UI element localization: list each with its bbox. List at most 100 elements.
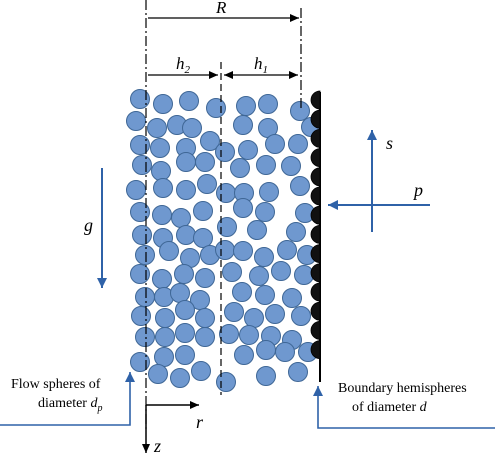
boundary-hemisphere	[310, 109, 321, 129]
flow-sphere	[155, 308, 175, 328]
flow-sphere	[182, 118, 202, 138]
flow-sphere	[215, 240, 235, 260]
boundary-pointer	[313, 386, 495, 429]
flow-sphere	[256, 340, 276, 360]
flow-sphere	[222, 262, 242, 282]
flow-sphere	[286, 222, 306, 242]
boundary-hemisphere	[310, 90, 321, 110]
flow-sphere	[159, 241, 179, 261]
h2-label: h2	[176, 54, 191, 76]
flow-sphere	[290, 176, 310, 196]
flow-sphere	[255, 285, 275, 305]
flow-sphere	[255, 202, 275, 222]
flow-sphere	[130, 352, 150, 372]
flow-sphere	[126, 111, 146, 131]
h1-label: h1	[254, 54, 268, 76]
flow-sphere	[277, 240, 297, 260]
flow-sphere	[290, 101, 310, 121]
flow-sphere	[174, 264, 194, 284]
flow-sphere	[254, 247, 274, 267]
flow-sphere	[179, 91, 199, 111]
flow-sphere	[130, 135, 150, 155]
flow-sphere	[256, 155, 276, 175]
flow-sphere	[232, 282, 252, 302]
flow-sphere	[195, 268, 215, 288]
boundary-caption-line2: of diameter d	[352, 400, 428, 415]
boundary-hemispheres	[310, 90, 321, 360]
flow-sphere	[291, 306, 311, 326]
boundary-hemisphere	[310, 186, 321, 206]
flow-sphere	[197, 174, 217, 194]
flow-sphere	[215, 142, 235, 162]
flow-sphere	[258, 94, 278, 114]
flow-sphere	[244, 308, 264, 328]
flow-spheres	[126, 89, 321, 392]
flow-sphere	[193, 201, 213, 221]
R-label: R	[215, 0, 227, 17]
boundary-hemisphere	[310, 340, 321, 360]
flow-sphere	[216, 183, 236, 203]
flow-sphere	[271, 261, 291, 281]
flow-spheres-caption-line1: Flow spheres of	[11, 377, 101, 392]
boundary-hemisphere	[310, 148, 321, 168]
flow-sphere	[150, 138, 170, 158]
boundary-caption-line1: Boundary hemispheres	[338, 381, 467, 396]
flow-sphere	[170, 283, 190, 303]
flow-sphere	[155, 327, 175, 347]
flow-sphere	[233, 198, 253, 218]
flow-sphere	[153, 178, 173, 198]
flow-sphere	[233, 241, 253, 261]
flow-sphere	[176, 180, 196, 200]
flow-sphere	[152, 269, 172, 289]
flow-sphere	[224, 302, 244, 322]
flow-sphere	[131, 306, 151, 326]
flow-sphere	[216, 372, 236, 392]
boundary-hemisphere	[310, 128, 321, 148]
s-label: s	[386, 133, 393, 153]
flow-sphere	[195, 327, 215, 347]
boundary-hemisphere	[310, 301, 321, 321]
flow-sphere	[171, 208, 191, 228]
flow-sphere	[282, 288, 302, 308]
flow-spheres-caption-line2: diameter dp	[38, 396, 102, 414]
flow-sphere	[135, 245, 155, 265]
boundary-hemisphere	[310, 282, 321, 302]
flow-sphere	[294, 265, 314, 285]
flow-sphere	[234, 345, 254, 365]
flow-sphere	[233, 115, 253, 135]
flow-sphere	[151, 161, 171, 181]
flow-sphere	[170, 368, 190, 388]
flow-sphere-pointer	[0, 372, 135, 426]
flow-sphere	[217, 217, 237, 237]
flow-sphere	[152, 205, 172, 225]
flow-sphere	[147, 118, 167, 138]
flow-sphere	[230, 158, 250, 178]
boundary-hemisphere	[310, 320, 321, 340]
boundary-hemisphere	[310, 263, 321, 283]
boundary-hemisphere	[310, 167, 321, 187]
flow-sphere	[191, 361, 211, 381]
gravity-label: g	[84, 215, 93, 235]
flow-sphere	[175, 345, 195, 365]
flow-sphere	[288, 362, 308, 382]
flow-sphere	[238, 140, 258, 160]
flow-sphere	[200, 131, 220, 151]
flow-sphere	[148, 364, 168, 384]
flow-sphere	[275, 342, 295, 362]
flow-sphere	[175, 323, 195, 343]
boundary-hemisphere	[310, 224, 321, 244]
flow-sphere	[256, 366, 276, 386]
flow-sphere	[265, 304, 285, 324]
flow-sphere	[195, 152, 215, 172]
flow-sphere	[130, 202, 150, 222]
flow-sphere	[175, 300, 195, 320]
flow-sphere	[176, 225, 196, 245]
flow-sphere	[135, 327, 155, 347]
boundary-hemisphere	[310, 205, 321, 225]
flow-sphere	[130, 264, 150, 284]
flow-sphere	[249, 266, 269, 286]
z-label: z	[153, 436, 161, 456]
flow-sphere	[132, 155, 152, 175]
